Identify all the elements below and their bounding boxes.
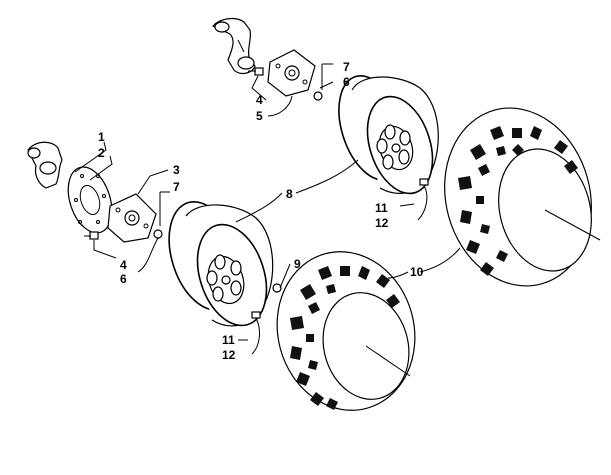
callout-7-upper: 7: [343, 60, 350, 74]
lower-knuckle: [27, 141, 63, 189]
callout-2: 2: [98, 146, 105, 160]
upper-stud: [248, 67, 264, 76]
callout-4-lower: 4: [120, 258, 127, 272]
upper-lug-nut: [313, 91, 323, 101]
upper-hub: [267, 49, 316, 97]
upper-valve: [419, 178, 429, 186]
callout-1: 1: [98, 130, 105, 144]
callout-12-upper: 12: [375, 216, 389, 230]
upper-knuckle: [212, 17, 256, 75]
callout-10: 10: [410, 265, 424, 279]
callout-6-upper: 6: [343, 75, 350, 89]
upper-rim: [338, 75, 439, 195]
lower-stud: [84, 231, 99, 240]
lower-brake-disc: [67, 166, 113, 234]
leader-lines: [74, 63, 601, 377]
upper-tire: [444, 107, 592, 287]
callout-labels: 1 2 3 7 4 6 7 6 4 5 8 9 10 11 12 11 12: [98, 60, 424, 362]
callout-11-upper: 11: [375, 201, 388, 215]
callout-4-upper: 4: [256, 93, 263, 107]
lower-tire: [276, 251, 416, 411]
callout-11-lower: 11: [222, 333, 235, 347]
callout-9: 9: [294, 257, 301, 271]
lower-valve: [251, 311, 261, 319]
lower-wheel-nut: [272, 283, 282, 293]
callout-7-lower: 7: [173, 180, 180, 194]
callout-8: 8: [286, 187, 293, 201]
lower-rim: [168, 200, 274, 327]
lower-hub: [107, 193, 157, 243]
callout-5: 5: [256, 109, 263, 123]
callout-3: 3: [173, 163, 180, 177]
callout-6-lower: 6: [120, 272, 127, 286]
callout-12-lower: 12: [222, 348, 236, 362]
lower-lug-nut: [153, 229, 163, 239]
